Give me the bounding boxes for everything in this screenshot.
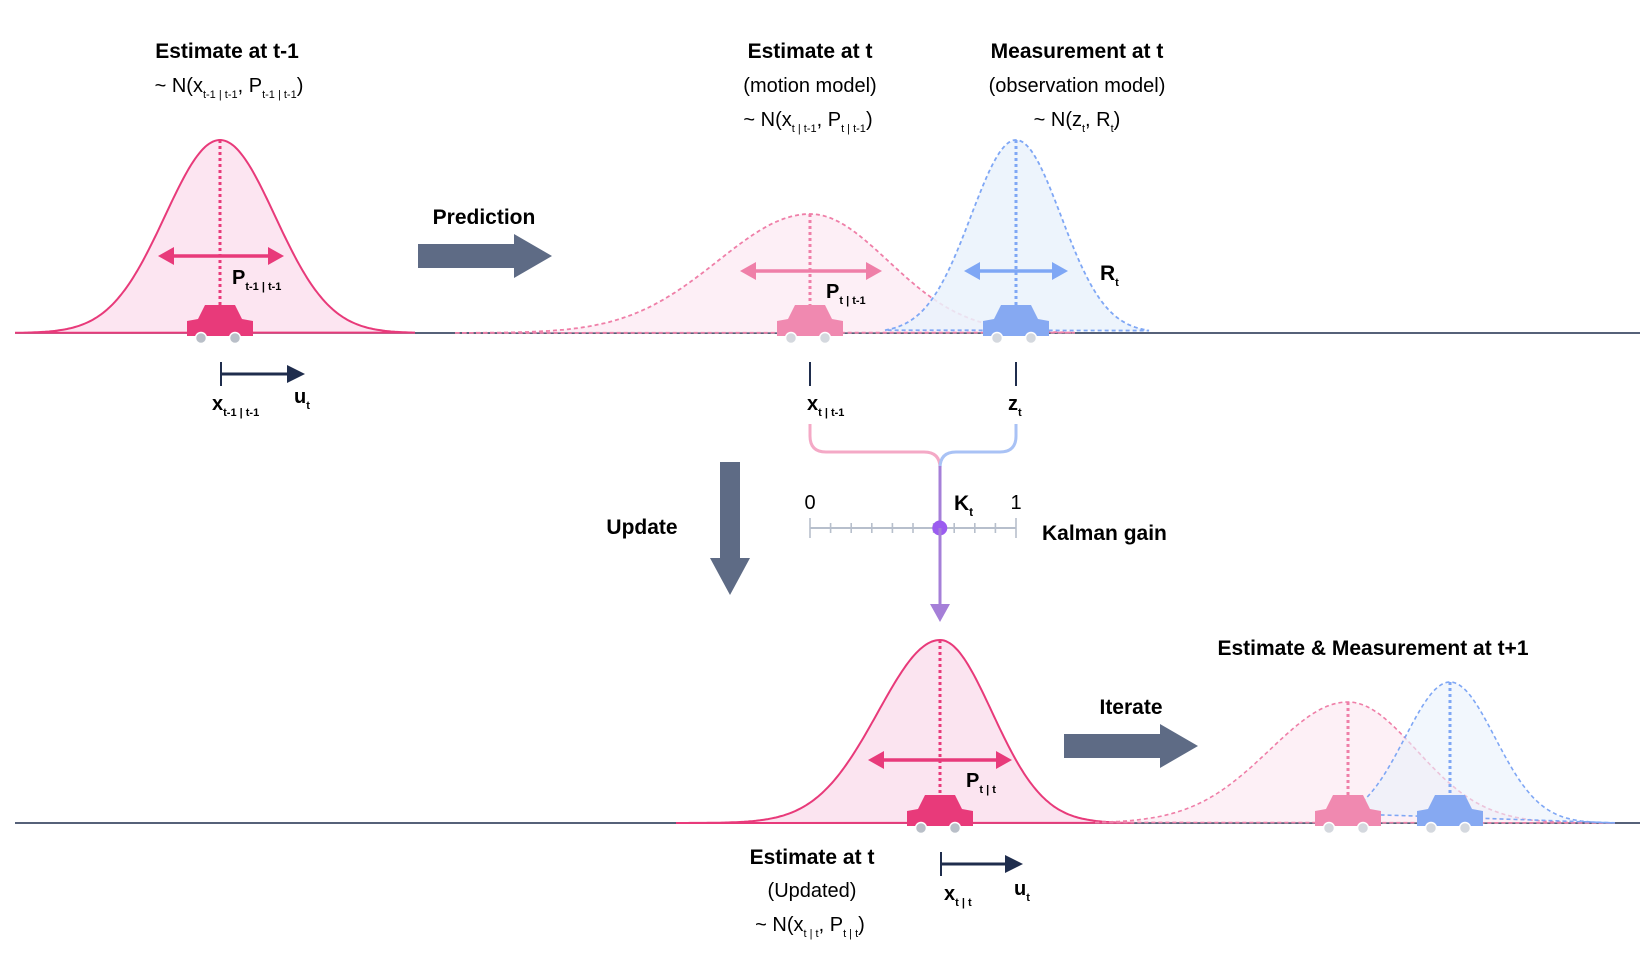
car-icon [1417,795,1483,835]
next-title: Estimate & Measurement at t+1 [1217,637,1528,660]
pred-connector [808,424,942,528]
kalman-gain-label: Kalman gain [1042,522,1167,545]
prediction-label: Prediction [433,206,536,229]
next-measurement-curve [1344,681,1616,824]
upd-variance-label: Pt | t [966,770,996,796]
control-input-arrow [220,362,305,386]
kalman-gain-axis [809,518,1017,538]
control-input-arrow [940,852,1023,876]
meas-title: Measurement at t [991,40,1164,63]
gain-value-label: Kt [954,492,973,519]
upd-subtitle: (Updated) [768,880,857,902]
upd-state-label: xt | t [944,883,972,909]
measurement-curve [884,139,1150,332]
prev-variance-arrow [158,247,284,265]
upd-control-label: ut [1014,878,1030,904]
gain-min-label: 0 [804,492,815,514]
pred-variance-arrow [740,262,882,280]
update-label: Update [606,516,677,539]
iterate-arrow [1064,724,1198,768]
meas-variance-label: Rt [1100,262,1119,289]
upd-distribution: ~ N(xt | t, Pt | t) [755,914,865,940]
prev-title: Estimate at t-1 [155,40,299,63]
meas-variance-arrow [964,262,1068,280]
pred-subtitle: (motion model) [743,75,876,97]
pred-variance-label: Pt | t-1 [826,281,866,307]
car-icon [187,305,253,345]
prev-estimate-curve [14,139,416,334]
upd-title: Estimate at t [750,846,875,869]
meas-subtitle: (observation model) [989,75,1166,97]
prev-variance-label: Pt-1 | t-1 [232,267,281,293]
updated-estimate-curve [675,638,1135,824]
car-icon [1315,795,1381,835]
meas-value-label: zt [1008,393,1022,419]
gain-max-label: 1 [1010,492,1021,514]
prediction-arrow [418,234,552,278]
prev-control-label: ut [294,386,310,412]
meas-connector [938,424,1018,469]
pred-title: Estimate at t [748,40,873,63]
update-arrow [710,462,750,595]
iterate-label: Iterate [1099,696,1162,719]
car-icon [907,795,973,835]
meas-distribution: ~ N(zt, Rt) [1034,109,1121,135]
gain-output-arrowhead [930,604,950,622]
car-icon [983,305,1049,345]
upd-variance-arrow [868,751,1012,769]
pred-distribution: ~ N(xt | t-1, Pt | t-1) [743,109,872,135]
prev-distribution: ~ N(xt-1 | t-1, Pt-1 | t-1) [155,75,304,101]
pred-state-label: xt | t-1 [807,393,844,419]
prev-state-label: xt-1 | t-1 [212,393,259,419]
car-icon [777,305,843,345]
